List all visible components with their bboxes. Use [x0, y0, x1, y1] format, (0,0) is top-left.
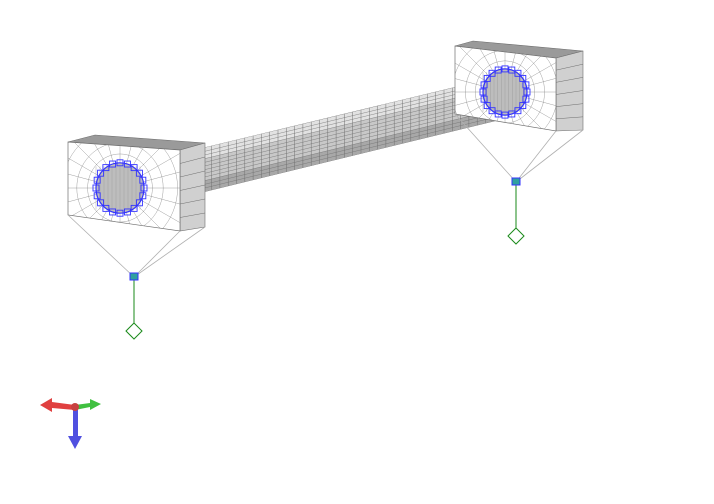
block-mesh-line — [99, 142, 114, 165]
block-mesh-line — [455, 97, 484, 113]
triad-origin — [71, 403, 79, 411]
block-mesh-line — [143, 167, 180, 182]
node-marker — [129, 272, 139, 281]
rbe-node-marker — [97, 169, 105, 177]
tube-mesh — [194, 69, 528, 195]
rbe-node-marker — [480, 95, 488, 103]
block-mesh-line — [179, 156, 206, 164]
rbe-spider-elements — [92, 65, 531, 217]
rbe-node-marker — [109, 208, 117, 216]
block-side-face — [179, 142, 206, 232]
connector-line — [515, 130, 557, 183]
block-mesh-line — [68, 194, 97, 209]
constraint-diamond-icon — [125, 322, 143, 340]
block-mesh-line — [68, 147, 100, 177]
rbe-node-marker — [102, 164, 110, 172]
block-mesh-line — [510, 46, 526, 71]
rbe-node-marker — [508, 110, 516, 118]
block-mesh-line — [140, 199, 180, 229]
rbe-node-marker — [130, 204, 138, 212]
block-mesh-line — [455, 71, 484, 87]
rbe-ring — [95, 162, 145, 214]
rbe-node-marker — [519, 102, 527, 110]
block-mesh-line — [523, 51, 556, 82]
rbe-node-marker — [93, 192, 101, 200]
block-mesh-line — [555, 103, 584, 107]
rbe-node-marker — [135, 169, 143, 177]
rbe-node-marker — [483, 74, 491, 82]
constraint-markers — [67, 113, 584, 340]
block-mesh-line — [515, 110, 546, 131]
rbe-node-marker — [488, 107, 496, 115]
block-mesh-line — [126, 142, 141, 165]
node-marker — [511, 177, 521, 186]
block-mesh-line — [526, 97, 556, 113]
rbe-node-marker — [139, 192, 147, 200]
constraint-diamond-icon — [507, 227, 525, 245]
tube-mesh-line — [194, 109, 528, 191]
y-axis-arrow — [75, 399, 101, 410]
block-mesh-line — [179, 170, 206, 178]
block-mesh-line — [555, 63, 584, 71]
block-mesh-line — [464, 110, 495, 131]
block-mesh-line — [79, 208, 109, 231]
block-mesh-line — [555, 116, 584, 120]
block-mesh-line — [140, 147, 180, 177]
connector-line — [133, 230, 181, 278]
rbe-node-marker — [109, 160, 117, 168]
rbe-ring — [482, 68, 528, 116]
block-mesh-line — [555, 77, 584, 83]
rbe-node-marker — [494, 66, 502, 74]
block-mesh-line — [455, 51, 487, 82]
rbe-node-marker — [130, 164, 138, 172]
axis-triad-icon — [40, 398, 101, 449]
block-mesh-ring — [87, 153, 153, 223]
x-axis-arrow — [40, 398, 75, 412]
block-mesh-line — [143, 194, 180, 209]
block-mesh-line — [455, 46, 490, 77]
connector-line — [67, 214, 135, 278]
z-axis-arrow — [68, 407, 82, 449]
block-mesh-line — [484, 46, 500, 71]
rbe-node-marker — [97, 199, 105, 207]
rbe-node-marker — [123, 160, 131, 168]
block-mesh-line — [510, 113, 526, 131]
block-mesh-line — [520, 107, 556, 131]
block-mesh-line — [526, 71, 556, 87]
rbe-node-marker — [139, 176, 147, 184]
rbe-node-marker — [135, 199, 143, 207]
tube-mesh-line — [194, 105, 528, 187]
block-mesh-line — [179, 212, 206, 218]
block-mesh-line — [68, 167, 97, 182]
connector-line — [515, 129, 584, 183]
rbe-node-marker — [522, 81, 530, 89]
block-mesh-line — [131, 208, 161, 231]
rbe-node-marker — [93, 176, 101, 184]
block-mesh-line — [179, 198, 206, 205]
block-mesh-line — [68, 199, 100, 229]
block-mesh-ring — [68, 142, 178, 231]
connector-line — [454, 113, 517, 183]
block-mesh-line — [126, 211, 141, 231]
block-mesh-line — [523, 102, 556, 131]
rbe-node-marker — [102, 204, 110, 212]
rbe-node-marker — [123, 208, 131, 216]
connector-line — [133, 226, 206, 278]
block-mesh-line — [179, 184, 206, 191]
rbe-node-marker — [514, 69, 522, 77]
block-mesh-line — [555, 90, 584, 95]
block-mesh-line — [99, 211, 114, 231]
